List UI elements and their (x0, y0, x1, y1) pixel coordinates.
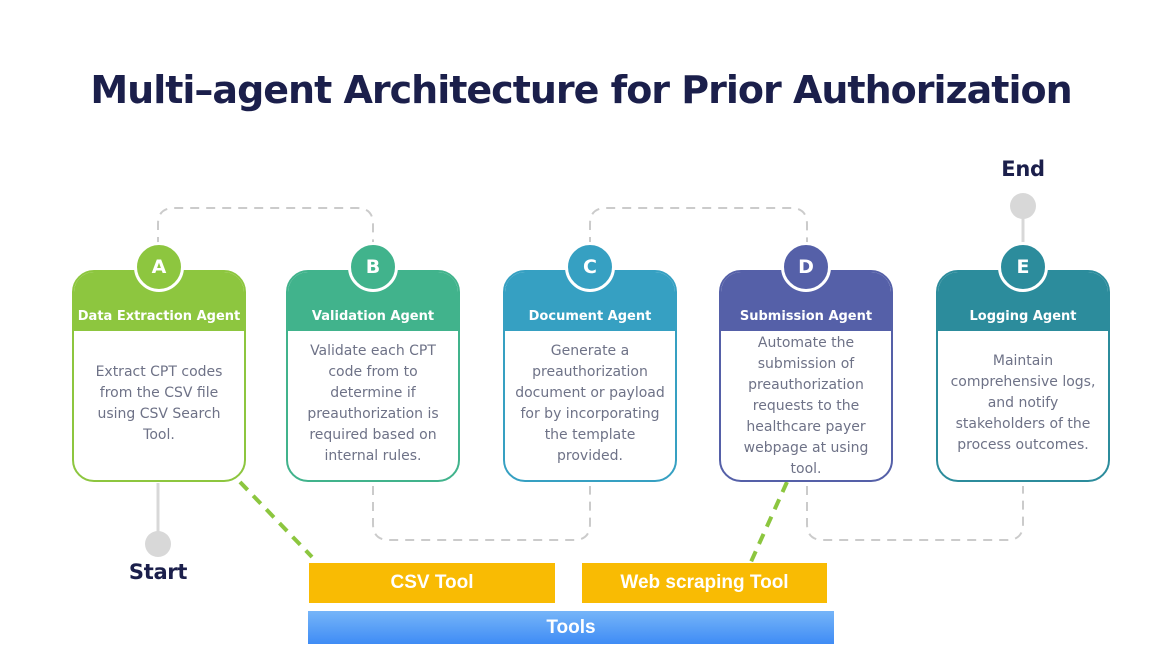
agent-description-data-extraction: Extract CPT codes from the CSV file usin… (95, 363, 223, 443)
agent-card-data-extraction: A Data Extraction Agent Extract CPT code… (72, 242, 246, 482)
web-scraping-tool-link-line (748, 481, 789, 565)
connector-a-b (157, 207, 374, 246)
agent-badge-e: E (998, 242, 1048, 292)
agent-description-logging: Maintain comprehensive logs, and notify … (950, 353, 1096, 453)
start-node-circle (145, 531, 171, 557)
agent-card-box: Submission Agent Automate the submission… (719, 270, 893, 482)
agent-badge-b: B (348, 242, 398, 292)
agent-badge-a: A (134, 242, 184, 292)
csv-tool-box: CSV Tool (309, 563, 555, 603)
web-scraping-tool-box: Web scraping Tool (582, 563, 827, 603)
agent-description-document: Generate a preauthorization document or … (515, 342, 665, 464)
connector-c-d (589, 207, 808, 246)
csv-tool-link-line (238, 480, 314, 559)
end-label: End (1001, 157, 1045, 181)
agent-name-logging: Logging Agent (938, 272, 1108, 331)
agent-card-validation: B Validation Agent Validate each CPT cod… (286, 242, 460, 482)
end-node-circle (1010, 193, 1036, 219)
connector-d-e (806, 486, 1024, 541)
agent-badge-c: C (565, 242, 615, 292)
agent-card-box: Document Agent Generate a preauthorizati… (503, 270, 677, 482)
tools-bar: Tools (308, 611, 834, 644)
agent-card-submission: D Submission Agent Automate the submissi… (719, 242, 893, 482)
agent-name-data-extraction: Data Extraction Agent (74, 272, 244, 331)
agent-description-submission: Automate the submission of preauthorizat… (743, 335, 869, 477)
agent-card-logging: E Logging Agent Maintain comprehensive l… (936, 242, 1110, 482)
connector-b-c (372, 486, 591, 541)
agent-card-box: Validation Agent Validate each CPT code … (286, 270, 460, 482)
agent-badge-d: D (781, 242, 831, 292)
start-label: Start (128, 560, 188, 584)
agent-card-box: Data Extraction Agent Extract CPT codes … (72, 270, 246, 482)
agent-card-box: Logging Agent Maintain comprehensive log… (936, 270, 1110, 482)
page-title: Multi–agent Architecture for Prior Autho… (90, 68, 1072, 112)
agent-card-document: C Document Agent Generate a preauthoriza… (503, 242, 677, 482)
agent-description-validation: Validate each CPT code from to determine… (307, 342, 439, 464)
